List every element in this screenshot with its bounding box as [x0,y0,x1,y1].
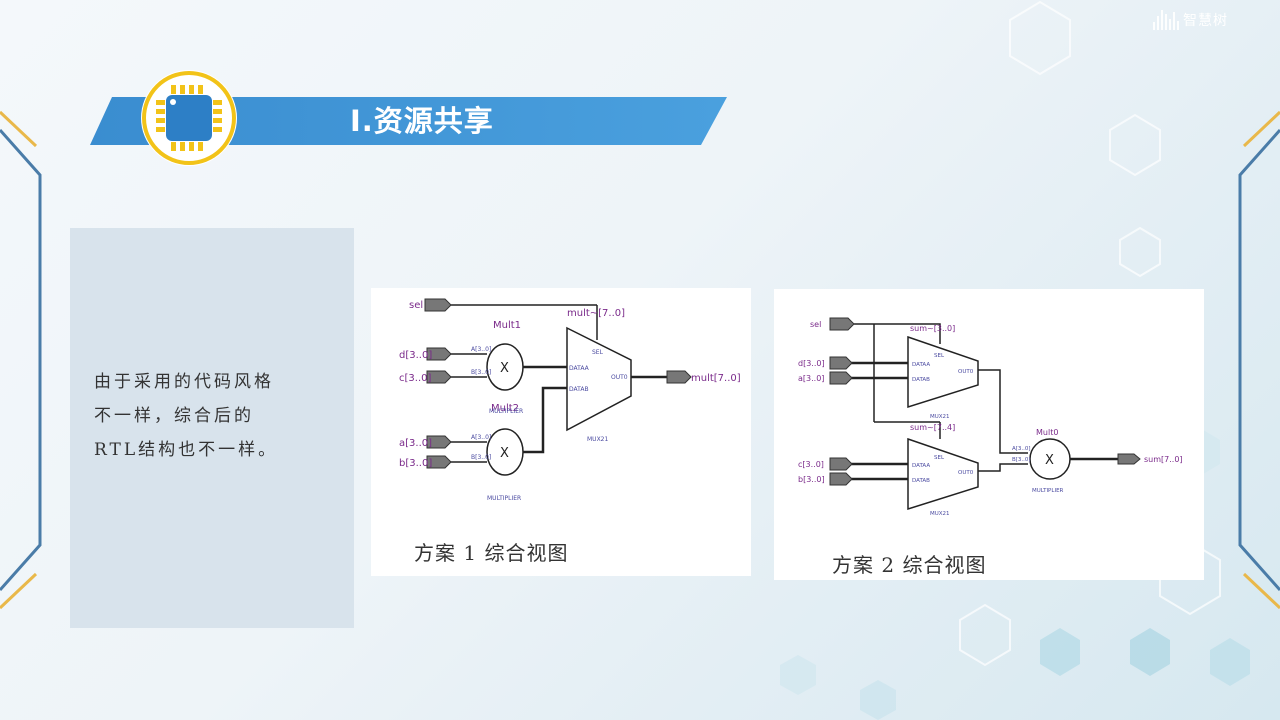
mux-sel-pin: SEL [592,349,604,356]
d-input-label: d[3..0] [798,359,825,368]
mult1-a-pin: A[3..0] [471,346,491,353]
mult-bus-label: mult~[7..0] [567,308,625,319]
mux1-dataa-pin: DATAA [912,362,930,368]
mux2-type-label: MUX21 [930,511,950,517]
description-panel [70,228,354,628]
mult1-symbol: X [500,361,509,376]
c-input-label: c[3..0] [798,460,824,469]
sum-bus-low-label: sum~[3..0] [910,324,955,333]
mult1-type-label: MULTIPLIER [489,408,523,415]
a-input-label: a[3..0] [798,374,824,383]
description-text: 由于采用的代码风格 不一样，综合后的 RTL结构也不一样。 [94,372,279,460]
b-input-label: b[3..0] [798,475,825,484]
sum-bus-high-label: sum~[7..4] [910,423,955,432]
diagram-2-caption: 方案 2 综合视图 [832,553,987,577]
sum-output-label: sum[7..0] [1144,455,1183,464]
mult2-type-label: MULTIPLIER [487,495,521,502]
mult0-a-pin: A[3..0] [1012,446,1031,452]
mux1-datab-pin: DATAB [912,377,930,383]
d-input-label: d[3..0] [399,350,432,361]
mux-out-pin: OUT0 [611,374,628,381]
page-title: I.资源共享 [350,104,494,138]
mult-output-label: mult[7..0] [691,373,741,384]
mux-type-label: MUX21 [587,436,608,443]
mult2-a-pin: A[3..0] [471,434,491,441]
mux2-dataa-pin: DATAA [912,463,930,469]
logo-bars-icon [1153,10,1179,30]
diagram-1-caption: 方案 1 综合视图 [414,541,569,565]
a-input-label: a[3..0] [399,438,432,449]
brand-logo: 智慧树 [1153,8,1228,32]
sel-label: sel [810,320,821,329]
mult1-b-pin: B[3..0] [471,369,491,376]
diagram-scheme-2: sel sum~[3..0] sum~[7..4] d[3..0] a[3..0… [774,289,1204,580]
mult0-label: Mult0 [1036,428,1058,437]
diagram-scheme-1: sel mult~[7..0] Mult1 d[3..0] c[3..0] Mu… [371,288,751,576]
rtl-schematic-1: sel mult~[7..0] Mult1 d[3..0] c[3..0] Mu… [399,298,741,502]
mux2-datab-pin: DATAB [912,478,930,484]
mult2-label: Mult2 [491,403,519,414]
mux-dataa-pin: DATAA [569,365,590,372]
mult0-b-pin: B[3..0] [1012,457,1031,463]
mux1-type-label: MUX21 [930,414,950,420]
rtl-schematic-2: sel sum~[3..0] sum~[7..4] d[3..0] a[3..0… [798,317,1183,517]
mult0-symbol: X [1045,453,1054,468]
chip-icon [141,70,237,166]
mult1-label: Mult1 [493,320,521,331]
mux2-out-pin: OUT0 [958,470,974,476]
mux1-sel-pin: SEL [934,353,945,359]
mult0-type-label: MULTIPLIER [1032,488,1064,494]
b-input-label: b[3..0] [399,458,432,469]
mux-datab-pin: DATAB [569,386,589,393]
sel-label: sel [409,300,423,311]
mult2-symbol: X [500,446,509,461]
mux2-sel-pin: SEL [934,455,945,461]
logo-text: 智慧树 [1183,13,1228,29]
mult2-b-pin: B[3..0] [471,454,491,461]
c-input-label: c[3..0] [399,373,431,384]
mux1-out-pin: OUT0 [958,369,974,375]
